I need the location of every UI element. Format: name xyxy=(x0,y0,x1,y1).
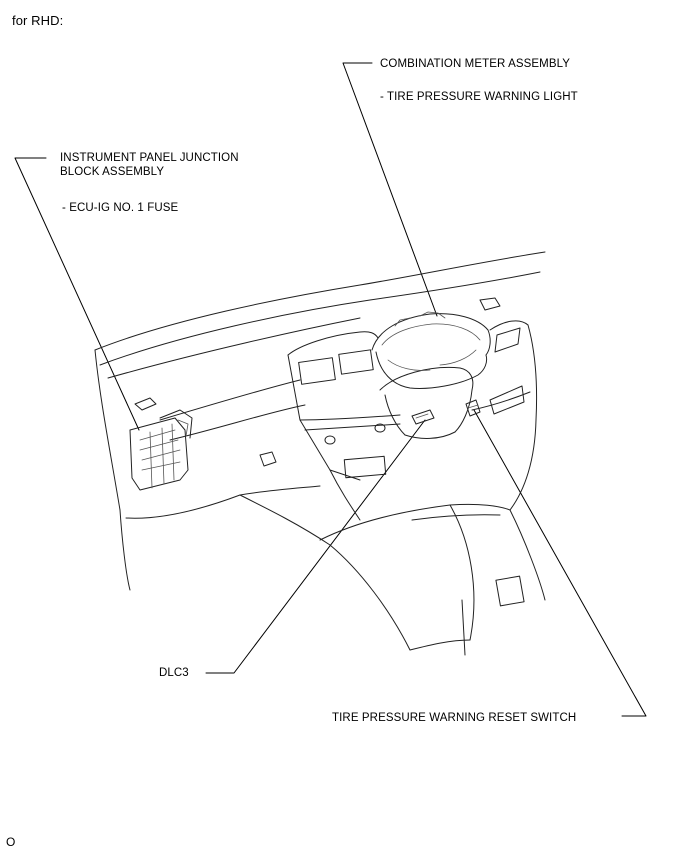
leader-dlc3 xyxy=(205,419,426,674)
junction-block-shape xyxy=(129,397,193,491)
leader-combination-meter xyxy=(342,62,438,317)
dashboard-outline xyxy=(94,251,546,656)
dlc3-label: DLC3 xyxy=(159,667,189,679)
tire-pressure-warning-light-label: - TIRE PRESSURE WARNING LIGHT xyxy=(380,91,578,103)
combination-meter-label: COMBINATION METER ASSEMBLY xyxy=(380,58,571,70)
leader-lines xyxy=(14,62,647,717)
dlc3-shape xyxy=(411,409,435,425)
leader-instrument-panel-jb xyxy=(14,157,140,431)
instrument-panel-jb-label-line1: INSTRUMENT PANEL JUNCTION xyxy=(60,152,239,164)
reset-switch-label: TIRE PRESSURE WARNING RESET SWITCH xyxy=(332,712,577,724)
combination-meter-shape xyxy=(371,311,491,389)
leader-reset-switch xyxy=(473,409,647,717)
instrument-panel-jb-label-line2: BLOCK ASSEMBLY xyxy=(60,166,165,178)
page-title: for RHD: xyxy=(12,13,64,28)
reset-switch-shape xyxy=(465,399,481,417)
ecu-ig-fuse-label: - ECU-IG NO. 1 FUSE xyxy=(62,202,179,214)
figure-code: O xyxy=(6,835,16,849)
